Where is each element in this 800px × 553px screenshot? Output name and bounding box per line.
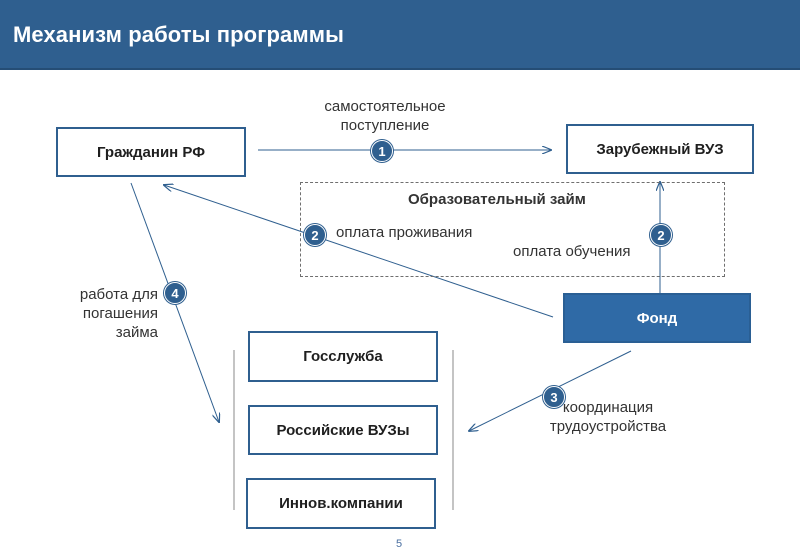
self-admission-label: самостоятельное поступление — [305, 97, 465, 135]
step-badge-4: 4 — [164, 282, 186, 304]
work-line2: погашения — [82, 305, 158, 322]
arrow-living-payment — [164, 185, 554, 318]
step-badge-3: 3 — [543, 386, 565, 408]
coordination-line2: трудоустройства — [549, 418, 667, 435]
work-repayment-label: работа для погашения займа — [40, 285, 158, 342]
header-bar: Механизм работы программы — [0, 0, 800, 70]
citizen-box: Гражданин РФ — [56, 127, 246, 177]
innovative-companies-box: Иннов.компании — [246, 478, 436, 529]
page-title: Механизм работы программы — [13, 22, 344, 47]
self-admission-line2: поступление — [340, 117, 430, 134]
innovative-companies-label: Иннов.компании — [279, 495, 403, 512]
self-admission-line1: самостоятельное — [324, 98, 446, 115]
coordination-label: координация трудоустройства — [530, 398, 686, 436]
step-badge-2-living: 2 — [304, 224, 326, 246]
civil-service-box: Госслужба — [248, 331, 438, 382]
fund-box: Фонд — [563, 293, 751, 343]
russian-universities-label: Российские ВУЗы — [276, 421, 410, 439]
foreign-university-box: Зарубежный ВУЗ — [566, 124, 754, 174]
page-number: 5 — [396, 538, 403, 550]
tuition-payment-label: оплата обучения — [513, 243, 631, 260]
russian-universities-box: Российские ВУЗы — [248, 405, 438, 455]
education-loan-title: Образовательный займ — [408, 191, 586, 208]
education-loan-area — [300, 182, 725, 277]
foreign-university-label: Зарубежный ВУЗ — [596, 140, 724, 158]
step-badge-1: 1 — [371, 140, 393, 162]
work-line1: работа для — [79, 286, 158, 303]
citizen-label: Гражданин РФ — [96, 143, 206, 161]
living-payment-label: оплата проживания — [336, 224, 473, 241]
work-line3: займа — [115, 324, 158, 341]
step-badge-2-tuition: 2 — [650, 224, 672, 246]
civil-service-label: Госслужба — [303, 348, 383, 365]
coordination-line1: координация — [562, 399, 654, 416]
fund-label: Фонд — [636, 309, 678, 327]
